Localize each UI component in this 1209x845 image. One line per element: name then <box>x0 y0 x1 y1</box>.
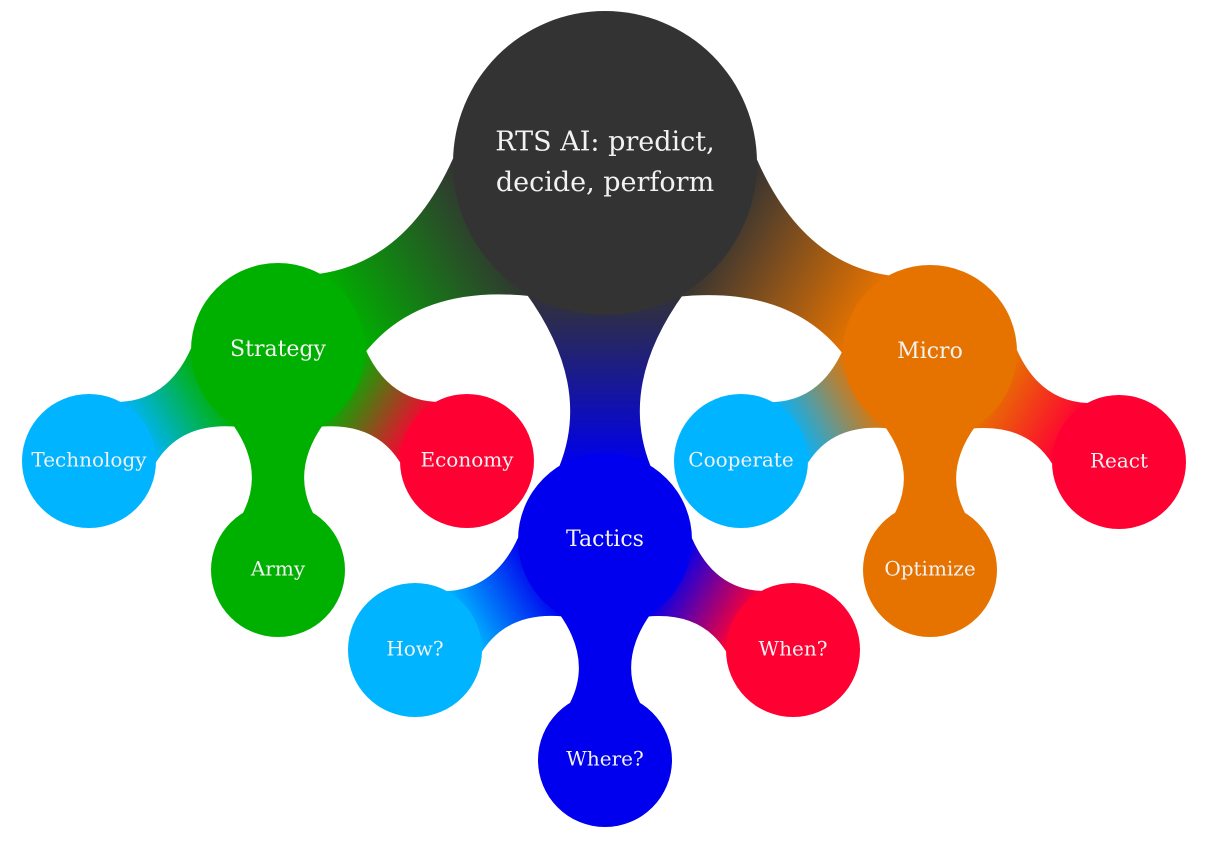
branch-node-micro-circle <box>843 265 1017 439</box>
root-node-label: decide, perform <box>496 167 714 198</box>
leaf-node-economy-label: Economy <box>420 448 514 472</box>
connector-tactics-where <box>559 614 651 703</box>
leaf-node-technology-circle <box>22 394 156 528</box>
leaf-node-where-circle <box>538 693 672 827</box>
branch-node-strategy: Strategy <box>191 263 365 437</box>
leaf-node-cooperate-circle <box>674 394 808 528</box>
leaf-node-economy-circle <box>400 394 534 528</box>
leaf-node-optimize-circle <box>863 503 997 637</box>
leaf-node-army-circle <box>211 503 345 637</box>
leaf-node-cooperate-label: Cooperate <box>688 448 793 472</box>
leaf-node-when: When? <box>726 583 860 717</box>
leaf-node-army-label: Army <box>250 557 306 581</box>
nodes: RTS AI: predict, decide, performStrategyT… <box>22 11 1186 827</box>
leaf-node-react-label: React <box>1090 449 1148 473</box>
root-node: RTS AI: predict, decide, perform <box>453 11 757 315</box>
leaf-node-react-circle <box>1052 395 1186 529</box>
branch-node-micro: Micro <box>843 265 1017 439</box>
leaf-node-technology-label: Technology <box>31 448 147 472</box>
branch-node-tactics-label: Tactics <box>566 527 644 552</box>
leaf-node-when-circle <box>726 583 860 717</box>
leaf-node-where: Where? <box>538 693 672 827</box>
leaf-node-where-label: Where? <box>566 747 643 771</box>
leaf-node-how-label: How? <box>386 637 443 661</box>
leaf-node-optimize: Optimize <box>863 503 997 637</box>
leaf-node-react: React <box>1052 395 1186 529</box>
connector-root-tactics <box>525 292 685 466</box>
leaf-node-when-label: When? <box>759 637 828 661</box>
leaf-node-technology: Technology <box>22 394 156 528</box>
root-node-circle <box>453 11 757 315</box>
branch-node-tactics: Tactics <box>518 453 692 627</box>
leaf-node-economy: Economy <box>400 394 534 528</box>
root-node-label: RTS AI: predict, <box>495 126 714 157</box>
connector-strategy-army <box>232 424 324 513</box>
leaf-node-army: Army <box>211 503 345 637</box>
leaf-node-cooperate: Cooperate <box>674 394 808 528</box>
leaf-node-how-circle <box>348 583 482 717</box>
branch-node-strategy-label: Strategy <box>230 337 326 362</box>
branch-node-tactics-circle <box>518 453 692 627</box>
leaf-node-optimize-label: Optimize <box>884 557 975 581</box>
branch-node-strategy-circle <box>191 263 365 437</box>
branch-node-micro-label: Micro <box>897 339 963 364</box>
connector-micro-optimize <box>884 426 976 513</box>
leaf-node-how: How? <box>348 583 482 717</box>
